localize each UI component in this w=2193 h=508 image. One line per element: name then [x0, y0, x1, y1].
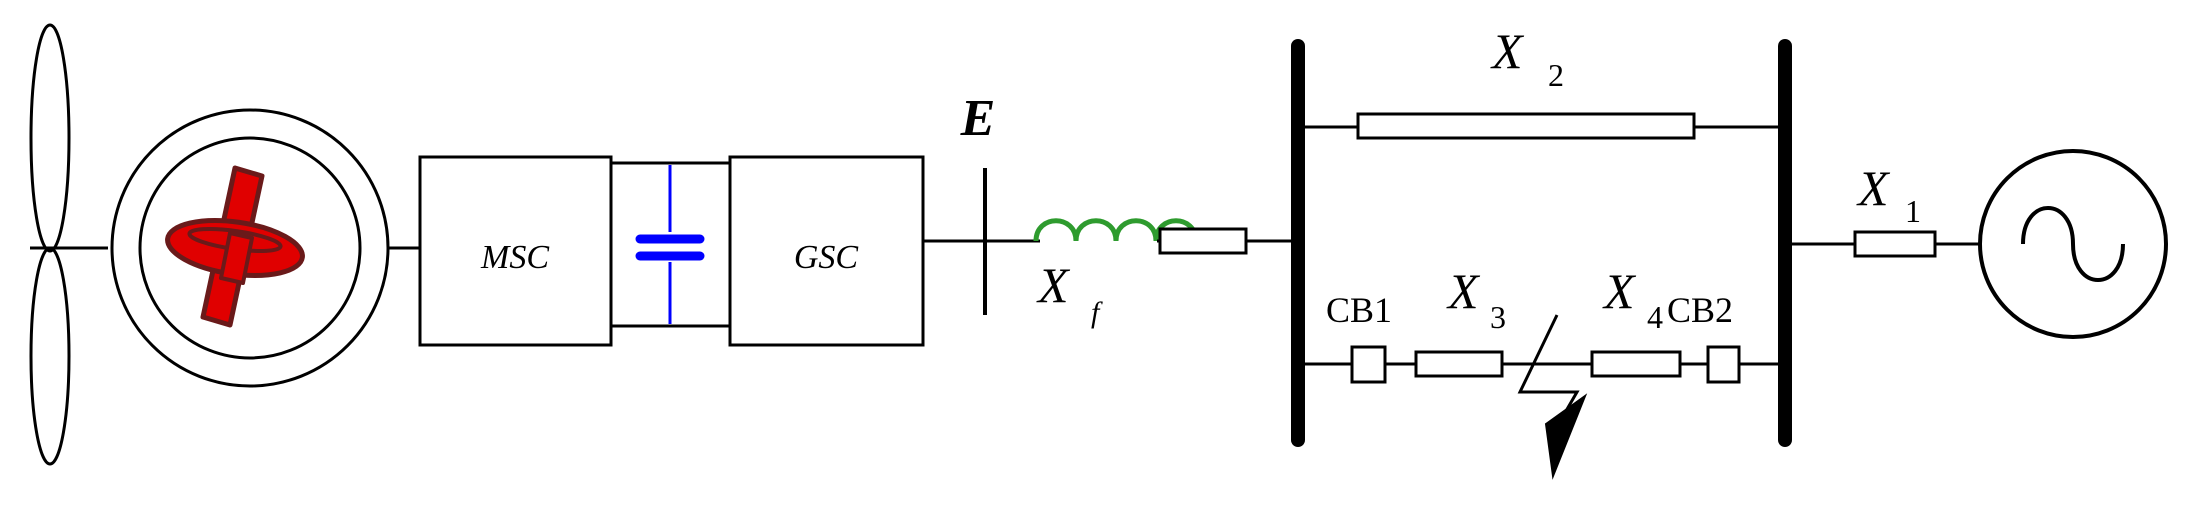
x3-sub-label: 3 [1490, 299, 1506, 335]
dc-capacitor-icon [635, 165, 705, 324]
msc-box [418, 155, 613, 347]
generator-icon [110, 108, 390, 388]
x3-impedance [1414, 350, 1504, 378]
cb1-breaker[interactable] [1350, 345, 1387, 384]
x2-label: X [1490, 23, 1525, 79]
x4-label: X [1602, 263, 1637, 319]
cb2-breaker[interactable] [1706, 345, 1741, 384]
x2-sub-label: 2 [1548, 57, 1564, 93]
wind-turbine-blades-icon [29, 23, 108, 466]
cb2-label: CB2 [1667, 290, 1733, 330]
xf-sub-label: f [1091, 296, 1103, 329]
cb1-label: CB1 [1326, 290, 1392, 330]
dc-link [611, 161, 730, 328]
fault-lightning-icon [1517, 314, 1588, 480]
x1-label: X [1856, 160, 1891, 216]
x3-label: X [1446, 263, 1481, 319]
x2-impedance [1356, 112, 1696, 140]
xf-impedance [1158, 227, 1248, 255]
generator-rotor-icon [165, 165, 305, 328]
x4-impedance [1590, 350, 1682, 378]
gsc-box [728, 155, 925, 347]
bus-e-label: E [960, 90, 996, 147]
x4-sub-label: 4 [1647, 299, 1663, 335]
ac-source-icon [1978, 149, 2168, 339]
msc-label: MSC [480, 239, 549, 276]
gsc-label: GSC [794, 239, 859, 276]
filter-inductor-icon [1033, 218, 1199, 242]
xf-label: X [1036, 257, 1071, 313]
x1-impedance [1853, 230, 1937, 258]
x1-sub-label: 1 [1905, 193, 1921, 229]
